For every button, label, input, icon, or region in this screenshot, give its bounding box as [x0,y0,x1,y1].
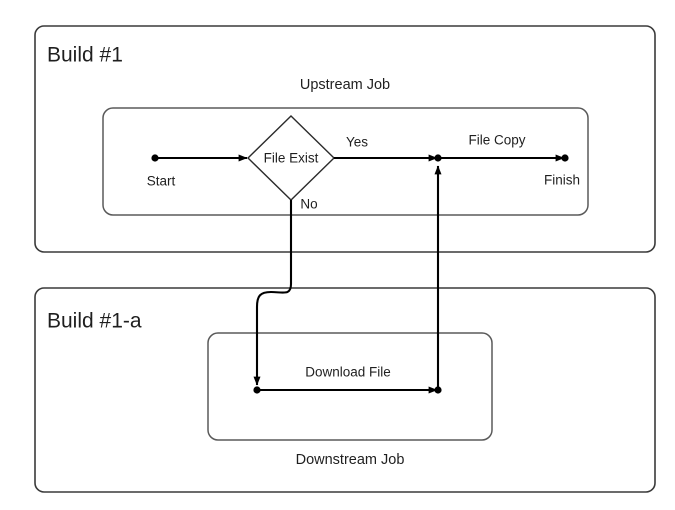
decision-label-file-exist: File Exist [264,151,319,166]
edge-label-no: No [300,197,317,212]
node-finish-dot[interactable] [561,154,569,162]
edge-no-to-download [253,200,293,386]
job-box-downstream[interactable] [207,332,493,441]
edge-label-yes: Yes [346,135,368,150]
node-label-start: Start [147,174,176,189]
edge-label-download-file: Download File [305,365,391,380]
job-title-downstream: Downstream Job [296,452,405,468]
edge-label-file-copy: File Copy [468,133,525,148]
job-title-upstream: Upstream Job [300,77,390,93]
lane-title-build-1-a: Build #1-a [47,310,142,333]
job-box-upstream[interactable] [102,107,589,216]
node-label-finish: Finish [544,173,580,188]
node-start-dot[interactable] [151,154,159,162]
lane-title-build-1: Build #1 [47,44,123,67]
